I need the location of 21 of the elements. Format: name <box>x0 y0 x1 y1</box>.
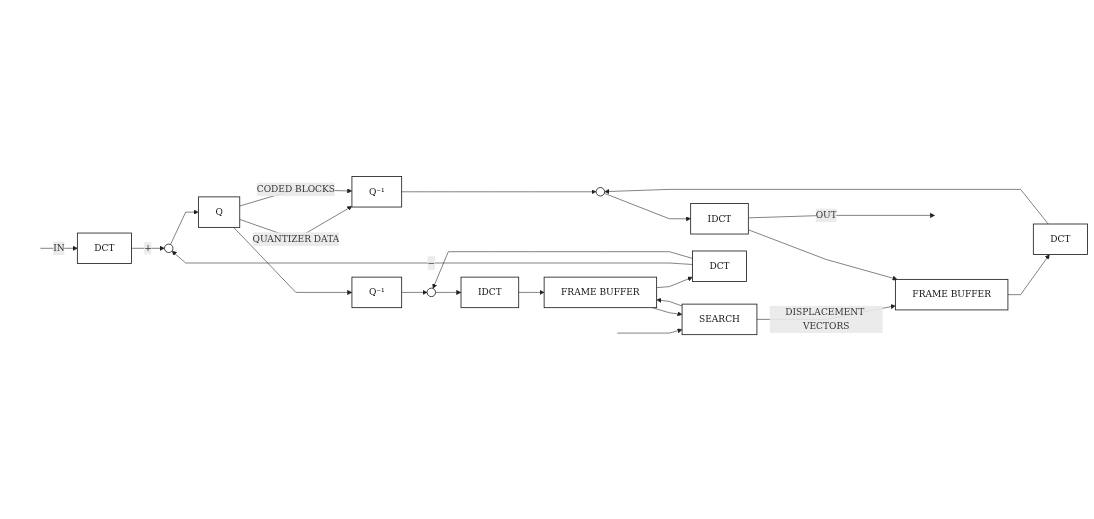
edge-label: CODED BLOCKS <box>256 184 335 195</box>
node-box: FRAME BUFFER <box>895 279 1009 311</box>
node-box: DCT <box>76 233 132 265</box>
edge-label: QUANTIZER DATA <box>252 233 340 245</box>
edge-label: DISPLACEMENT VECTORS <box>785 307 865 332</box>
edge-label: IN <box>53 243 65 254</box>
edge-label: + <box>144 243 152 254</box>
node-box: IDCT <box>690 203 749 235</box>
node-box: DCT <box>1032 224 1088 256</box>
node-box: DCT <box>692 251 747 283</box>
node-box: FRAME BUFFER <box>543 277 658 309</box>
edge-label: − <box>427 257 436 269</box>
edge-label: OUT <box>815 210 837 221</box>
node-circle <box>426 288 436 298</box>
node-circle <box>164 244 174 254</box>
node-box: Q⁻¹ <box>351 176 403 208</box>
node-circle <box>595 187 606 197</box>
node-box: SEARCH <box>681 304 758 336</box>
node-box: IDCT <box>460 277 520 309</box>
node-box: Q⁻¹ <box>351 277 403 309</box>
node-box: Q <box>198 196 241 229</box>
